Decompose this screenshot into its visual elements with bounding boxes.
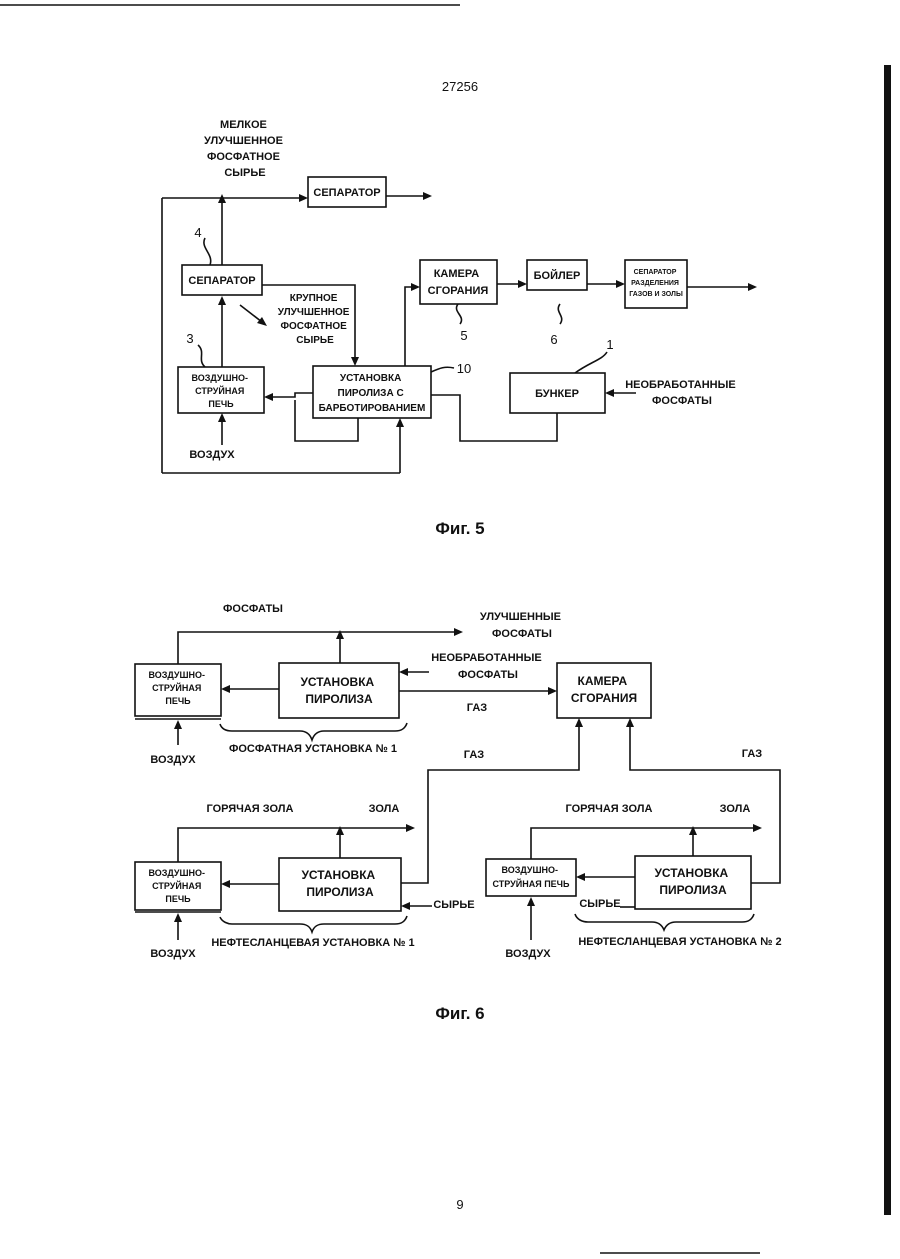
fig5-caption: Фиг. 5 <box>435 519 484 538</box>
separator-4-label: СЕПАРАТОР <box>188 275 255 287</box>
pyrolysis-top-box <box>279 663 399 718</box>
scan-edge-right <box>884 65 891 1215</box>
figure-5: МЕЛКОЕ УЛУЧШЕННОЕ ФОСФАТНОЕ СЫРЬЕ СЕПАРА… <box>162 119 757 538</box>
page-header: 27256 <box>442 79 478 94</box>
figure-6: ФОСФАТЫ УЛУЧШЕННЫЕ ФОСФАТЫ НЕОБРАБОТАННЫ… <box>135 603 782 1023</box>
feed-left-label: СЫРЬЕ <box>433 899 474 911</box>
fine-product-label: МЕЛКОЕ УЛУЧШЕННОЕ ФОСФАТНОЕ СЫРЬЕ <box>204 119 286 179</box>
improved-phosphates-label: УЛУЧШЕННЫЕ ФОСФАТЫ <box>480 611 564 640</box>
phosphate-plant-1-label: ФОСФАТНАЯ УСТАНОВКА № 1 <box>229 743 397 755</box>
coarse-product-label: КРУПНОЕ УЛУЧШЕННОЕ ФОСФАТНОЕ СЫРЬЕ <box>278 293 353 346</box>
gas-label-2: ГАЗ <box>464 749 484 761</box>
ref-10: 10 <box>457 361 471 376</box>
air-top-label: ВОЗДУХ <box>150 754 196 766</box>
shale-plant-2-label: НЕФТЕСЛАНЦЕВАЯ УСТАНОВКА № 2 <box>578 936 781 948</box>
gas-ash-separator-label: СЕПАРАТОР РАЗДЕЛЕНИЯ ГАЗОВ И ЗОЛЫ <box>629 269 683 298</box>
fig6-caption: Фиг. 6 <box>435 1004 484 1023</box>
hot-ash-right-label: ГОРЯЧАЯ ЗОЛА <box>566 803 653 815</box>
ash-left-label: ЗОЛА <box>369 803 400 815</box>
raw-phosphates-label-fig6: НЕОБРАБОТАННЫЕ ФОСФАТЫ <box>431 652 545 681</box>
gas-label-3: ГАЗ <box>742 748 762 760</box>
ref-6: 6 <box>550 332 557 347</box>
ref-1: 1 <box>606 337 613 352</box>
air-label: ВОЗДУХ <box>189 449 235 461</box>
ref-5: 5 <box>460 328 467 343</box>
combustion-chamber-box <box>420 260 497 304</box>
raw-phosphates-label: НЕОБРАБОТАННЫЕ ФОСФАТЫ <box>625 379 739 407</box>
ref-3: 3 <box>186 331 193 346</box>
shale-plant-1-label: НЕФТЕСЛАНЦЕВАЯ УСТАНОВКА № 1 <box>211 937 414 949</box>
phosphates-label: ФОСФАТЫ <box>223 603 283 615</box>
air-right-label: ВОЗДУХ <box>505 948 551 960</box>
hot-ash-left-label: ГОРЯЧАЯ ЗОЛА <box>207 803 294 815</box>
separator-top-label: СЕПАРАТОР <box>313 187 380 199</box>
ref-4: 4 <box>194 225 201 240</box>
bunker-label: БУНКЕР <box>535 388 579 400</box>
feed-right-label: СЫРЬЕ <box>579 898 620 910</box>
boiler-label: БОЙЛЕР <box>534 269 581 282</box>
page-number: 9 <box>456 1197 463 1212</box>
gas-label-1: ГАЗ <box>467 702 487 714</box>
air-left-label: ВОЗДУХ <box>150 948 196 960</box>
ash-right-label: ЗОЛА <box>720 803 751 815</box>
